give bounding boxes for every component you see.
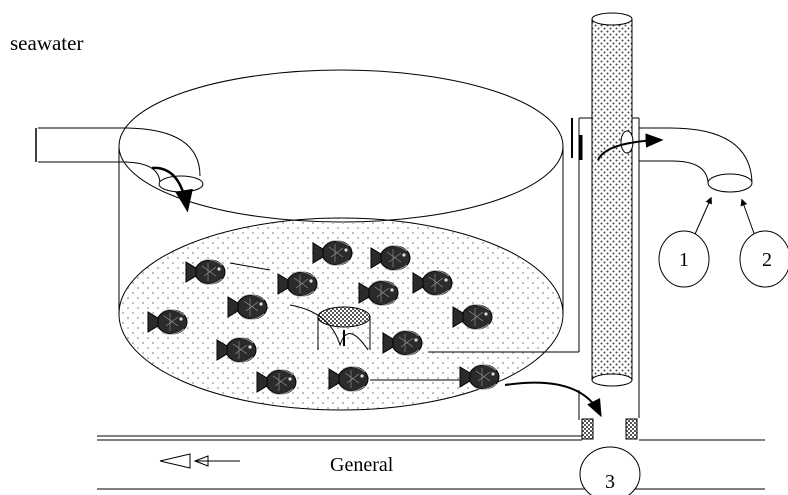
- flow-lines: [229, 262, 579, 381]
- marker-2-text: 2: [762, 249, 772, 271]
- seawater-label: seawater: [10, 31, 83, 55]
- tank: [118, 69, 564, 411]
- marker-1-text: 1: [679, 249, 689, 271]
- drain-arrow: [504, 381, 602, 418]
- center-drain: [317, 306, 371, 350]
- marker-3: 3: [579, 446, 641, 495]
- marker-1: 1: [658, 230, 710, 288]
- general-channel: General: [97, 435, 765, 490]
- dotted-tube: [591, 12, 634, 387]
- inflow-arrow: [151, 166, 193, 213]
- marker-2: 2: [739, 230, 788, 288]
- marker-3-text: 3: [605, 471, 615, 493]
- inlet-pipe: [35, 127, 204, 213]
- outlet-pipe: [597, 127, 753, 193]
- general-label: General: [330, 454, 394, 476]
- drain-connectors: [578, 390, 638, 440]
- outflow-arrow: [597, 133, 664, 161]
- hollow-left-arrow-icon: [159, 453, 240, 469]
